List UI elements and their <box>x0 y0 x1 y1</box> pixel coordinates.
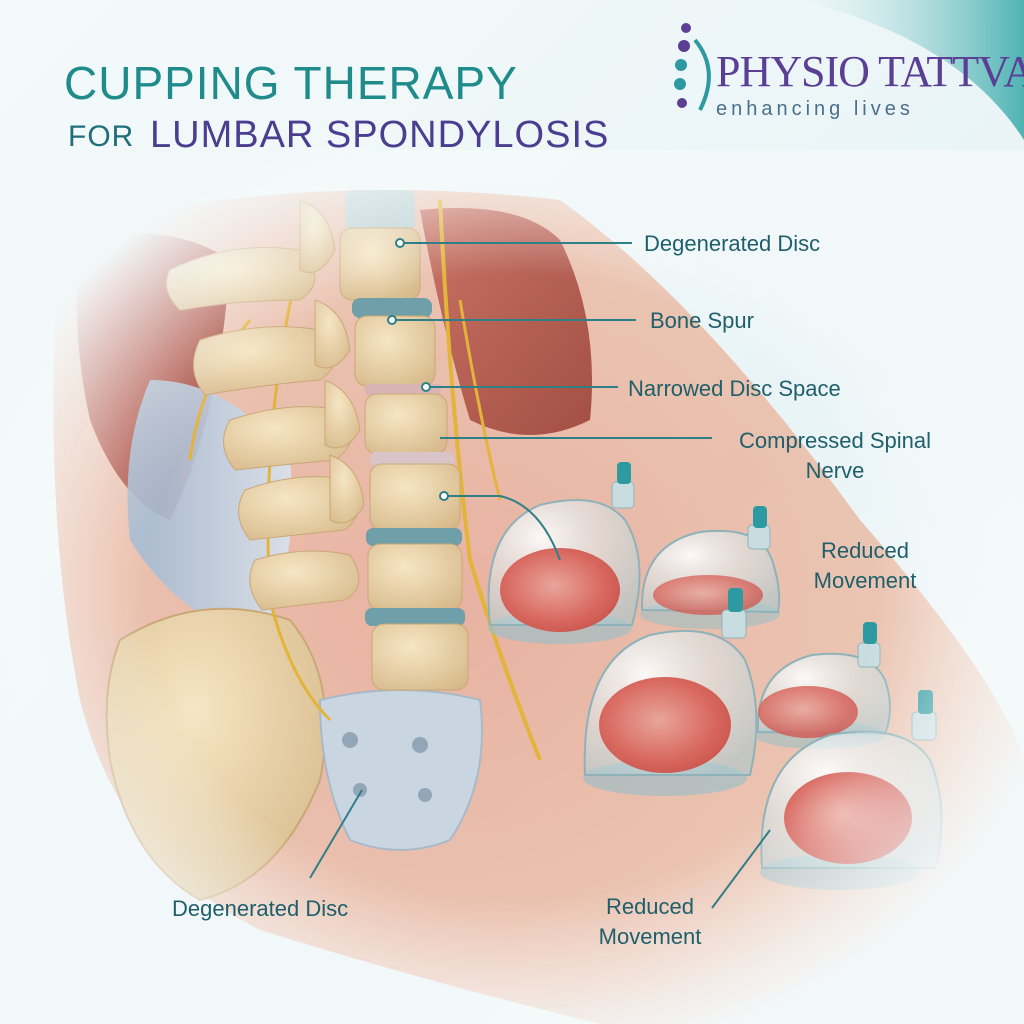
label-degenerated-disc-top: Degenerated Disc <box>644 231 821 256</box>
label-reduced-right-line2: Movement <box>813 568 917 593</box>
brand-name: PHYSIO TATTVA <box>716 47 1024 96</box>
label-reduced-movement-right: Reduced Movement <box>800 536 930 596</box>
label-bone-spur: Bone Spur <box>650 308 754 333</box>
leader-lines <box>309 238 771 909</box>
label-degenerated-disc-bottom: Degenerated Disc <box>172 896 349 921</box>
label-reduced-right-line1: Reduced <box>820 538 910 563</box>
label-compressed-spinal-nerve: Compressed Spinal Nerve <box>720 426 950 486</box>
label-reduced-movement-bottom: Reduced Movement <box>580 892 720 952</box>
page-title: CUPPING THERAPY <box>64 57 518 109</box>
label-compressed-line2: Nerve <box>805 458 865 483</box>
leader-to-cup <box>444 495 561 561</box>
label-reduced-bottom-line1: Reduced <box>605 894 695 919</box>
corner-swoosh <box>800 0 1024 140</box>
label-compressed-line1: Compressed Spinal <box>739 428 931 453</box>
leader-reduced-movement-bottom <box>711 829 771 909</box>
page-subtitle-prefix: FOR <box>68 120 135 153</box>
leader-degenerated-disc-bottom <box>309 789 363 879</box>
brand-tagline: enhancing lives <box>716 98 914 120</box>
label-narrowed-disc-space: Narrowed Disc Space <box>628 376 841 401</box>
edge-fade <box>0 150 1024 1024</box>
page-subtitle: LUMBAR SPONDYLOSIS <box>150 114 610 156</box>
label-reduced-bottom-line2: Movement <box>598 924 702 949</box>
logo-mark <box>674 23 711 111</box>
